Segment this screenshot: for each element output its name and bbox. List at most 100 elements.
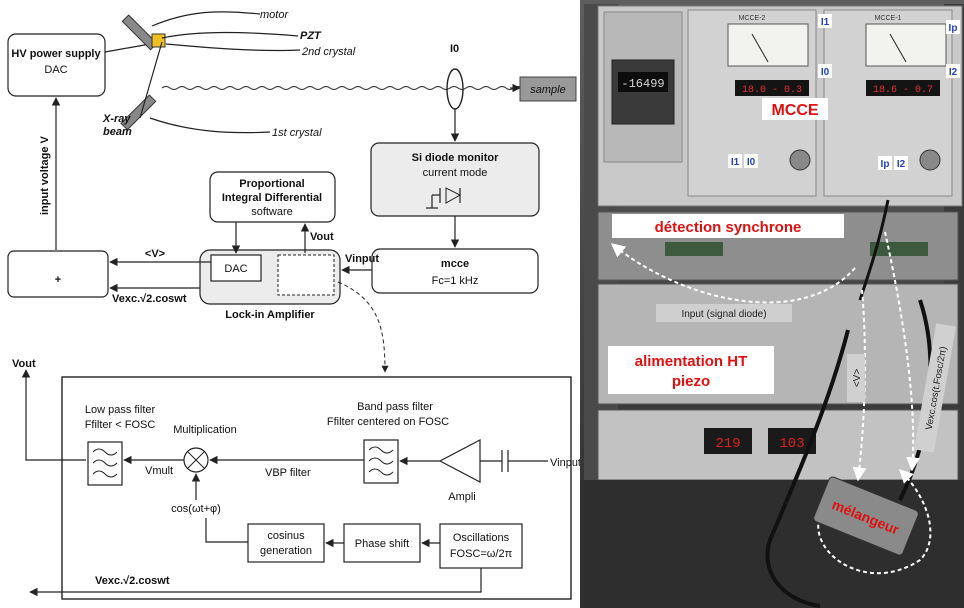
oscillations-box (439, 523, 523, 569)
oscillations-label-2: FOSC=ω/2π (450, 548, 513, 560)
cable-3 (858, 199, 890, 301)
pzt-label: PZT (300, 30, 322, 42)
phase-shift-box (343, 523, 421, 563)
pzt-pointer (161, 31, 299, 39)
xray-beam-label-1: X-ray (102, 113, 131, 125)
lockin-detail-box (61, 376, 572, 600)
i0-label: I0 (450, 43, 459, 55)
photo-i0-bottom: I0 (747, 157, 756, 168)
input-voltage-label: input voltage V (39, 136, 51, 216)
diode-symbol (426, 187, 462, 209)
photo-arrow-loop (817, 469, 932, 574)
si-diode-title: Si diode monitor (412, 152, 499, 164)
vexc-bottom-wire (29, 568, 482, 597)
mcce-label: mcce (441, 258, 469, 270)
photo-i1-top: I1 (821, 17, 830, 28)
mcce-connector-labels: I1 I0 Ip I2 (728, 154, 908, 170)
hv-power-supply-label: HV power supply (11, 48, 101, 60)
pid-line3: software (251, 206, 293, 218)
photo-i2-bottom: I2 (897, 159, 906, 170)
vinput-top-label: Vinput (345, 253, 379, 265)
hv-power-supply-box (7, 33, 106, 97)
hv-to-pzt-wire (104, 43, 151, 53)
vinput-bottom-label: Vinput (550, 457, 581, 469)
lockin-label: Lock-in Amplifier (225, 309, 315, 321)
cable-1 (765, 329, 850, 608)
first-crystal-shape (120, 94, 157, 131)
melangeur-box: mélangeur (813, 476, 919, 556)
multiplication-label: Multiplication (173, 424, 237, 436)
bandpass-label-1: Band pass filter (357, 401, 433, 413)
summing-box (7, 250, 109, 298)
cosinus-label-2: generation (260, 545, 312, 557)
readout-left: 18.0 - 0.3 (742, 85, 802, 96)
ampli-label: Ampli (448, 491, 476, 503)
v-avg-label: <V> (145, 248, 165, 260)
vexc-top-label: Vexc.√2.coswt (112, 293, 187, 305)
photo-alim-label-2: piezo (672, 373, 710, 390)
xray-beam-label-2: beam (103, 126, 132, 138)
si-diode-subtitle: current mode (423, 167, 488, 179)
crystal2-pointer (165, 43, 301, 52)
hv-dac-label: DAC (44, 64, 67, 76)
lockin-dac-box (210, 254, 262, 282)
first-crystal-label: 1st crystal (272, 127, 322, 139)
xray-beam-wave (161, 86, 539, 90)
motor-pointer (151, 11, 261, 27)
cos-phase-label: cos(ωt+φ) (171, 503, 221, 515)
pzt-shape (151, 33, 166, 48)
mcce-freq-label: Fc=1 kHz (432, 275, 479, 287)
vbp-label: VBP filter (265, 467, 311, 479)
photo-alim-label-1: alimentation HT (635, 353, 748, 370)
photo-arrow-input (610, 243, 856, 304)
mcce-box (371, 248, 539, 294)
photo-seg-2: 103 (779, 436, 804, 452)
photo-i1-bottom: I1 (731, 157, 740, 168)
pid-line2: Integral Differential (222, 192, 322, 204)
meter-right (865, 23, 947, 67)
lockin-dac-label: DAC (224, 263, 247, 275)
motor-label: motor (260, 9, 289, 21)
schematic: HV power supply DAC motor PZT 2nd crysta… (7, 9, 581, 600)
bandpass-label-2: Ffilter centered on FOSC (327, 416, 449, 428)
sample-box (519, 76, 577, 102)
controller-value: -16499 (621, 77, 664, 91)
phase-shift-label: Phase shift (355, 538, 409, 550)
photo-v-tag: <V> (847, 354, 865, 402)
bandpass-symbol (368, 446, 394, 476)
lowpass-symbol (92, 448, 118, 478)
zoom-curve (337, 281, 389, 373)
lockin-dashed-box (277, 254, 335, 296)
photo-mcce-label: MCCE (771, 102, 818, 119)
equipment-photo: -16499 MCCE-2 MCCE-1 I1 I0 Ip I2 18.0 - … (580, 0, 964, 608)
cosinus-gen-box (247, 523, 325, 563)
vout-top-label: Vout (310, 231, 334, 243)
photo-ip-top: Ip (949, 23, 958, 34)
mcce2-label: MCCE-2 (739, 15, 766, 22)
summing-plus: + (55, 274, 61, 286)
photo-ip-bottom: Ip (881, 159, 890, 170)
pid-line1: Proportional (239, 178, 304, 190)
second-crystal-label: 2nd crystal (301, 46, 356, 58)
readout-right: 18.6 - 0.7 (873, 85, 933, 96)
vout-bottom-label: Vout (12, 358, 36, 370)
photo-seg-1: 219 (715, 436, 740, 452)
photo-input-signal-label: Input (signal diode) (681, 309, 766, 320)
ampli-triangle (438, 439, 481, 483)
mcce1-label: MCCE-1 (875, 15, 902, 22)
cosinus-label-1: cosinus (267, 530, 305, 542)
cosgen-to-cos-wire (205, 518, 248, 543)
photo-v-label: <V> (852, 369, 863, 388)
pid-box (209, 171, 336, 223)
oscillations-label-1: Oscillations (453, 532, 510, 544)
mcce-current-labels: I1 I0 Ip I2 (818, 14, 960, 78)
lowpass-label-1: Low pass filter (85, 404, 156, 416)
meter-left (727, 23, 809, 67)
vout-bottom-wire (21, 369, 86, 461)
sample-label: sample (530, 84, 565, 96)
monochromator (120, 14, 539, 131)
photo-i2-top: I2 (949, 67, 958, 78)
xray-beam-up (139, 41, 163, 119)
